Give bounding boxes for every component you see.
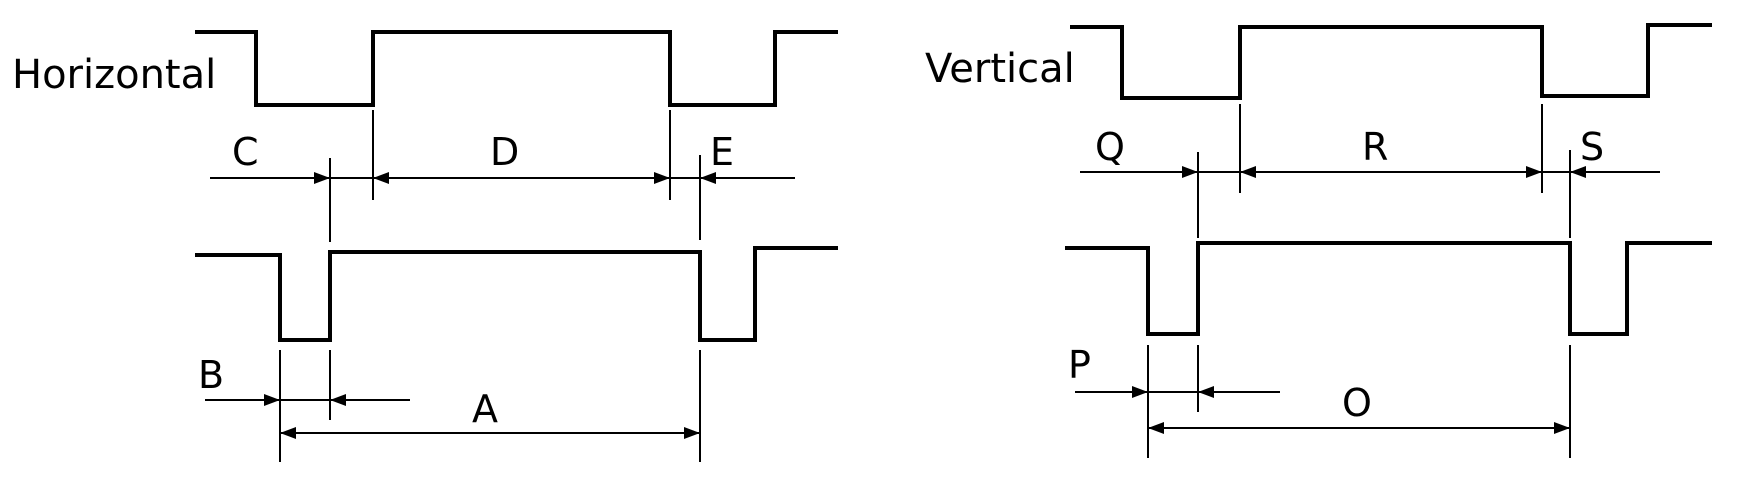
arrow-a-left [280, 427, 296, 439]
vertical-panel: Vertical Q R S P O [925, 23, 1712, 458]
label-c: C [232, 130, 259, 174]
label-s: S [1580, 125, 1604, 169]
arrow-r-left [1240, 166, 1256, 178]
label-a: A [472, 387, 498, 431]
arrow-b-left [264, 394, 280, 406]
label-r: R [1362, 125, 1388, 169]
vertical-sync-waveform [1065, 241, 1712, 336]
vertical-title: Vertical [925, 46, 1075, 92]
arrow-p-right [1198, 386, 1214, 398]
label-q: Q [1095, 125, 1125, 169]
horizontal-sync-waveform [195, 246, 838, 342]
arrow-d-right [654, 172, 670, 184]
label-e: E [710, 130, 734, 174]
arrow-d-left [373, 172, 389, 184]
label-d: D [490, 130, 519, 174]
label-b: B [198, 353, 224, 397]
vertical-blanking-waveform [1070, 23, 1712, 100]
arrow-s [1570, 166, 1586, 178]
arrow-a-right [684, 427, 700, 439]
arrow-r-right [1526, 166, 1542, 178]
horizontal-title: Horizontal [12, 52, 216, 98]
arrow-e [700, 172, 716, 184]
label-p: P [1068, 343, 1091, 387]
arrow-o-right [1554, 422, 1570, 434]
arrow-p-left [1132, 386, 1148, 398]
arrow-q [1182, 166, 1198, 178]
horizontal-panel: Horizontal C D E B A [12, 30, 838, 462]
horizontal-blanking-waveform [195, 30, 838, 107]
arrow-c [314, 172, 330, 184]
arrow-b-right [330, 394, 346, 406]
arrow-o-left [1148, 422, 1164, 434]
label-o: O [1342, 381, 1372, 425]
